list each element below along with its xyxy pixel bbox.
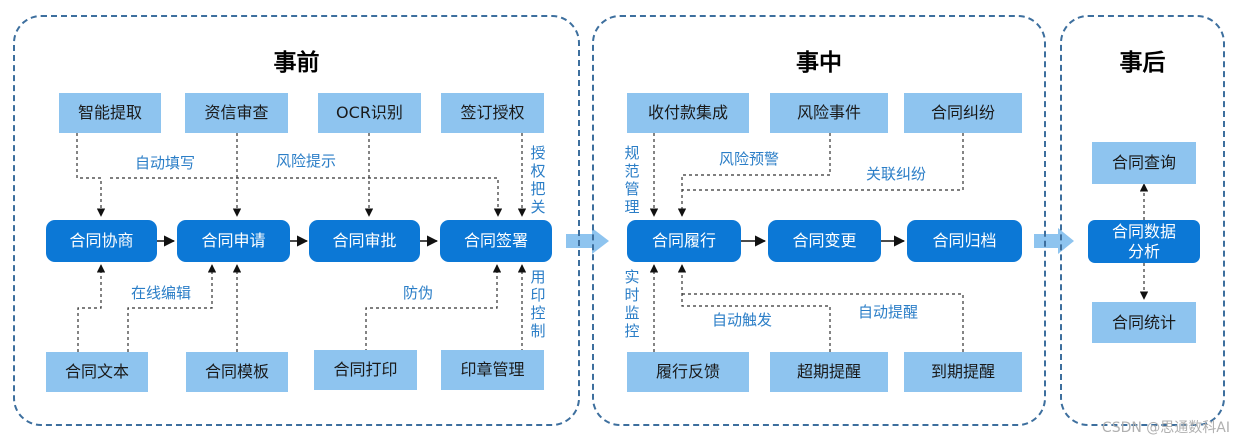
stage-arrow-before-to-during xyxy=(566,228,609,254)
label-authorize: 授权把关 xyxy=(530,144,546,216)
box-perform-feedback: 履行反馈 xyxy=(627,352,749,392)
box-negotiate: 合同协商 xyxy=(46,220,157,262)
section-title-after: 事后 xyxy=(1119,49,1166,76)
label-standard-mgmt: 规范管理 xyxy=(624,144,640,216)
label-risk-tip: 风险提示 xyxy=(276,152,337,170)
box-smart-extract: 智能提取 xyxy=(59,93,161,133)
box-archive: 合同归档 xyxy=(907,220,1022,262)
box-change: 合同变更 xyxy=(768,220,881,262)
label-auto-fill: 自动填写 xyxy=(135,154,196,172)
connector-expire-to-perform xyxy=(682,293,964,352)
section-title-before: 事前 xyxy=(273,49,320,76)
box-perform: 合同履行 xyxy=(627,220,741,262)
section-title-during: 事中 xyxy=(796,49,842,76)
connector-risk-to-perform xyxy=(677,133,831,217)
box-overdue-remind: 超期提醒 xyxy=(770,352,888,392)
box-ocr: OCR识别 xyxy=(318,93,421,133)
label-seal-control: 用印控制 xyxy=(530,268,546,340)
box-contract-text: 合同文本 xyxy=(46,352,148,392)
label-auto-trigger: 自动触发 xyxy=(712,311,773,329)
box-payment-integration: 收付款集成 xyxy=(627,93,749,133)
connector-text-to-negotiate xyxy=(77,264,106,352)
watermark: CSDN @思通数科AI xyxy=(1101,420,1230,436)
box-sign: 合同签署 xyxy=(440,220,552,262)
label-risk-warning: 风险预警 xyxy=(719,150,780,168)
section-after: 事后 xyxy=(1060,15,1225,426)
connector-overdue-to-perform xyxy=(677,264,831,352)
section-during: 事中 xyxy=(592,15,1046,426)
box-apply: 合同申请 xyxy=(177,220,290,262)
label-realtime-monitor: 实时监控 xyxy=(624,268,640,340)
label-online-edit: 在线编辑 xyxy=(131,284,192,302)
box-approve: 合同审批 xyxy=(309,220,420,262)
box-credit-review: 资信审查 xyxy=(185,93,288,133)
box-data-analysis: 合同数据分析 xyxy=(1088,220,1200,263)
box-contract-template: 合同模板 xyxy=(186,352,288,392)
box-contract-query: 合同查询 xyxy=(1092,142,1196,184)
connector-extract-to-negotiate xyxy=(76,133,106,217)
connector-text-to-apply xyxy=(127,264,217,352)
box-seal-management: 印章管理 xyxy=(441,350,544,390)
box-contract-print: 合同打印 xyxy=(314,350,417,390)
label-auto-remind: 自动提醒 xyxy=(858,303,919,321)
label-related-dispute: 关联纠纷 xyxy=(866,165,927,183)
box-contract-stats: 合同统计 xyxy=(1092,302,1196,343)
box-expire-remind: 到期提醒 xyxy=(904,352,1022,392)
section-before: 事前 xyxy=(13,15,580,426)
box-contract-dispute: 合同纠纷 xyxy=(904,93,1022,133)
label-anti-fake: 防伪 xyxy=(403,284,434,302)
box-sign-authorize: 签订授权 xyxy=(441,93,544,133)
connector-print-to-sign xyxy=(365,264,502,352)
connector-dispute-to-perform xyxy=(682,133,964,191)
box-risk-event: 风险事件 xyxy=(770,93,888,133)
